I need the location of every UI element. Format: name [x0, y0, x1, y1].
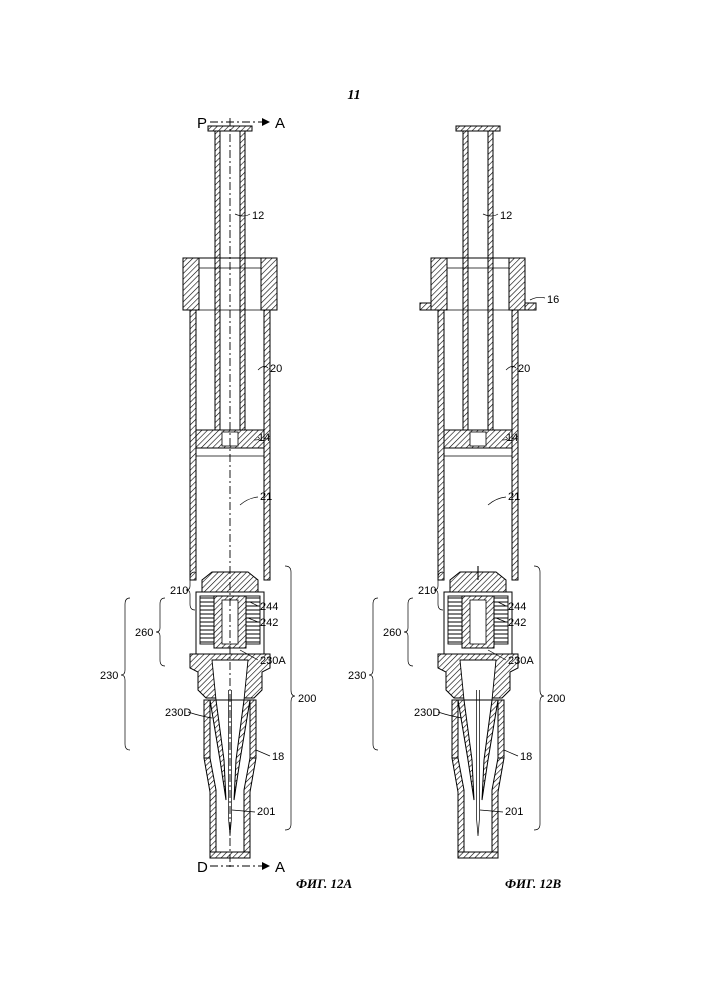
brace-260 [404, 598, 413, 666]
label-230a: 230A [260, 655, 286, 667]
label-14: 14 [506, 432, 518, 444]
figure-12a: P A D A 12 20 14 21 244 242 230A 230D 18… [100, 115, 353, 891]
caption-12b: ФИГ. 12В [505, 876, 562, 891]
flange-right [525, 303, 536, 310]
label-210: 210 [170, 585, 188, 597]
label-200: 200 [298, 693, 316, 705]
label-260: 260 [383, 627, 401, 639]
brace-200 [285, 566, 295, 830]
label-20: 20 [270, 363, 282, 375]
label-210: 210 [418, 585, 436, 597]
marker-a-top: A [275, 115, 285, 132]
marker-d: D [197, 859, 208, 876]
label-21: 21 [260, 491, 272, 503]
marker-p: P [197, 115, 207, 132]
figure-12b: 12 16 20 14 21 244 242 230A 230D 18 201 … [348, 126, 565, 891]
label-230d: 230D [165, 707, 191, 719]
label-242: 242 [508, 617, 526, 629]
label-18: 18 [272, 751, 284, 763]
brace-260 [156, 598, 165, 666]
brace-230 [121, 598, 130, 750]
label-12: 12 [252, 210, 264, 222]
label-16: 16 [547, 294, 559, 306]
brace-230 [369, 598, 378, 750]
caption-12a: ФИГ. 12А [296, 876, 353, 891]
label-230d: 230D [414, 707, 440, 719]
label-201: 201 [505, 806, 523, 818]
label-260: 260 [135, 627, 153, 639]
label-242: 242 [260, 617, 278, 629]
label-14: 14 [258, 432, 270, 444]
label-18: 18 [520, 751, 532, 763]
label-230a: 230A [508, 655, 534, 667]
marker-a-bottom: A [275, 859, 285, 876]
label-20: 20 [518, 363, 530, 375]
page-number: 11 [347, 88, 360, 103]
label-244: 244 [260, 601, 278, 613]
label-230: 230 [100, 670, 118, 682]
brace-200 [534, 566, 544, 830]
label-201: 201 [257, 806, 275, 818]
label-230: 230 [348, 670, 366, 682]
label-12: 12 [500, 210, 512, 222]
flange-left [420, 303, 431, 310]
label-244: 244 [508, 601, 526, 613]
label-200: 200 [547, 693, 565, 705]
label-21: 21 [508, 491, 520, 503]
